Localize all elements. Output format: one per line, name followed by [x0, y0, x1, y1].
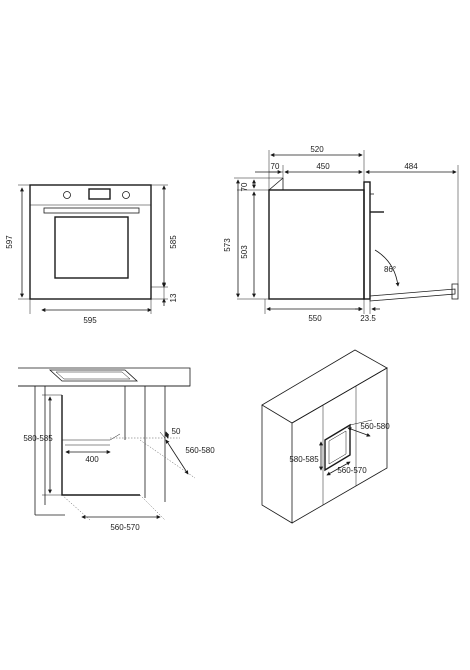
- column-front-face: [291, 367, 388, 524]
- dim-door-thickness-label: 23.5: [360, 314, 376, 323]
- dim-door-angle-label: 86°: [384, 265, 396, 274]
- display-panel: [88, 188, 111, 200]
- worktop: [18, 367, 191, 387]
- dim-body-depth-label: 450: [316, 162, 330, 171]
- dim-rear-gap-label: 50: [172, 427, 181, 436]
- column-cutout: [324, 423, 351, 472]
- dim-bottom-gap-label: 13: [169, 293, 178, 302]
- dim-cutout-height-label: 580-585: [23, 434, 53, 443]
- door-window: [54, 216, 129, 279]
- dim-height-inner-label: 585: [169, 235, 178, 249]
- dim-height-mid-label: 503: [240, 245, 249, 259]
- dim-total-depth-label: 520: [310, 145, 324, 154]
- door-arc: [374, 249, 400, 287]
- dim-column-height-label: 580-585: [289, 455, 319, 464]
- dim-bottom-depth-label: 550: [308, 314, 322, 323]
- dim-width-label: 595: [83, 316, 97, 325]
- open-door: [369, 288, 456, 302]
- oven-front-panel: [363, 181, 371, 300]
- front-view: 595 597 585 13: [5, 184, 178, 325]
- dim-height-outer-label: 597: [5, 235, 14, 249]
- dim-column-depth-label: 560-580: [360, 422, 390, 431]
- dim-vent-width-label: 400: [85, 455, 99, 464]
- undercounter-view: 580-585 50 560-580 400 560-570: [18, 367, 215, 532]
- column-top: [261, 349, 388, 424]
- column-left-face: [261, 405, 293, 524]
- dim-cutout-depth-label: 560-580: [185, 446, 215, 455]
- left-knob-icon: [63, 191, 71, 199]
- dim-height-total-label: 573: [223, 238, 232, 252]
- dim-column-width-label: 560-570: [337, 466, 367, 475]
- dim-door-open-label: 484: [404, 162, 418, 171]
- column-view: 560-580 580-585 560-570: [261, 349, 390, 524]
- right-knob-icon: [122, 191, 130, 199]
- oven-front-body: [29, 184, 152, 300]
- dim-front-offset-label: 70: [271, 162, 280, 171]
- dim-top-height-label: 70: [240, 182, 249, 191]
- hob-cutout: [48, 369, 139, 382]
- oven-side-body: [268, 189, 365, 300]
- side-view: 86° 520 70 450 484 70 503 573 550: [223, 145, 459, 323]
- door-handle: [43, 207, 140, 214]
- dim-cutout-width-label: 560-570: [110, 523, 140, 532]
